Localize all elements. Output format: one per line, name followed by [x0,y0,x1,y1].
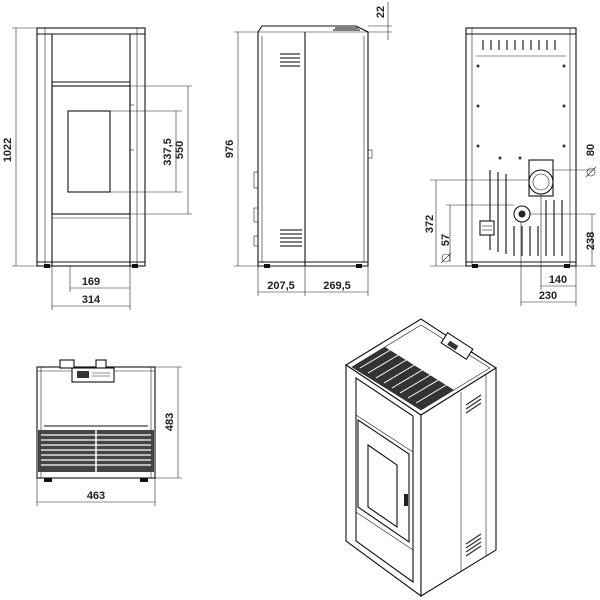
dim-flue-height: 238 [530,213,597,267]
iso-side-vents [465,394,482,557]
dim-top-depth: 483 [155,366,182,479]
front-view [36,27,146,268]
glass-window [67,110,111,193]
dim-side-depths: 207,5 269,5 [257,266,369,296]
label-57: 57 [440,234,452,246]
side-upper-vents [280,53,300,67]
dim-window-height: 337,5 [110,110,182,193]
dim-air-diameter: 57 [440,204,514,264]
back-top-grille [482,40,556,50]
dim-door-height: 550 [130,85,192,215]
dim-flue-offset: 140 [540,194,577,290]
top-grille [41,430,151,472]
back-label-plate [479,220,495,236]
dim-side-height: 976 [224,31,258,267]
back-screws [476,64,566,160]
label-314: 314 [82,294,101,306]
label-169: 169 [82,276,100,288]
label-483: 483 [164,413,176,431]
label-height-1022: 1022 [2,138,14,162]
label-230: 230 [539,290,557,302]
side-lower-vents [280,229,302,247]
dim-top-width: 463 [36,478,156,506]
side-view [253,25,373,268]
label-207-5: 207,5 [267,280,295,292]
label-140: 140 [549,274,567,286]
dim-top-gap: 22 [368,2,392,40]
label-550: 550 [174,141,186,159]
top-view [36,359,156,482]
dim-half-width: 230 [520,222,577,306]
dim-air-height: 372 [424,179,529,267]
side-top-vent [333,27,360,31]
flue-outlet [528,159,554,197]
isometric-view [344,318,498,598]
label-372: 372 [424,215,436,233]
label-463: 463 [87,490,105,502]
dim-window-offset: 169 [69,266,130,292]
label-337-5: 337,5 [162,138,174,166]
dim-flue-diameter: 80 [553,144,597,178]
iso-top-grille [352,347,454,410]
back-lower-grille [489,170,563,256]
label-22: 22 [375,6,387,18]
dim-front-width: 314 [51,266,131,310]
label-976: 976 [224,140,236,158]
air-intake [513,205,531,223]
dim-front-height: 1022 [2,27,37,267]
label-269-5: 269,5 [323,280,351,292]
label-80: 80 [585,144,597,156]
label-238: 238 [585,232,597,250]
